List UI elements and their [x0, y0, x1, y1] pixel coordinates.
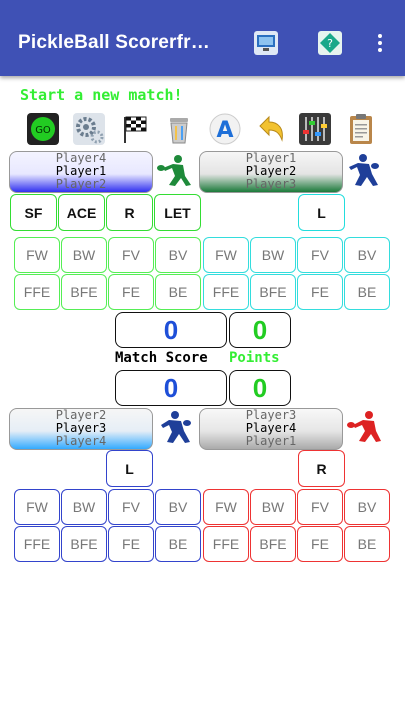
player-line: Player1	[55, 164, 107, 178]
go-button-icon[interactable]: GO	[26, 112, 60, 146]
bottom-l-button[interactable]: L	[106, 450, 153, 487]
bottom-left-team-picker[interactable]: Player2 Player3 Player4	[9, 408, 153, 450]
bottom-r-button[interactable]: R	[298, 450, 345, 487]
checkered-flag-icon[interactable]	[118, 112, 152, 146]
svg-text:?: ?	[327, 37, 333, 50]
match-score-label: Match Score	[115, 350, 208, 366]
shot-fv-button[interactable]: FV	[108, 489, 154, 525]
bottom-right-team-picker[interactable]: Player3 Player4 Player1	[199, 408, 343, 450]
player-line: Player4	[245, 421, 297, 435]
shot-be-button[interactable]: BE	[155, 274, 201, 310]
shot-fw-button[interactable]: FW	[203, 237, 249, 273]
shot-ffe-button[interactable]: FFE	[14, 274, 60, 310]
sf-button[interactable]: SF	[10, 194, 57, 231]
top-left-team-picker[interactable]: Player4 Player1 Player2	[9, 151, 153, 193]
shot-bfe-button[interactable]: BFE	[61, 526, 107, 562]
red-player-icon	[345, 409, 385, 447]
shot-be-button[interactable]: BE	[344, 526, 390, 562]
settings-gear-icon[interactable]	[72, 112, 106, 146]
ace-button[interactable]: ACE	[58, 194, 105, 231]
player-line: Player3	[55, 421, 107, 435]
clipboard-icon[interactable]	[344, 112, 378, 146]
points-label: Points	[229, 350, 280, 366]
shot-fe-button[interactable]: FE	[108, 274, 154, 310]
shot-fw-button[interactable]: FW	[14, 237, 60, 273]
match-score-top[interactable]: 0	[115, 312, 227, 348]
shot-bfe-button[interactable]: BFE	[61, 274, 107, 310]
let-button[interactable]: LET	[154, 194, 201, 231]
blue-player-icon	[155, 409, 195, 447]
player-line: Player2	[55, 408, 107, 422]
app-title: PickleBall Scorerfr…	[18, 32, 210, 53]
shot-bv-button[interactable]: BV	[344, 237, 390, 273]
shot-bw-button[interactable]: BW	[250, 489, 296, 525]
shot-be-button[interactable]: BE	[155, 526, 201, 562]
svg-text:A: A	[216, 118, 233, 143]
player-line: Player3	[245, 177, 297, 191]
r-button[interactable]: R	[106, 194, 153, 231]
player-line: Player2	[55, 177, 107, 191]
player-line: Player2	[245, 164, 297, 178]
overflow-menu-icon[interactable]	[372, 32, 388, 54]
shot-bv-button[interactable]: BV	[344, 489, 390, 525]
shot-fv-button[interactable]: FV	[297, 489, 343, 525]
shot-bw-button[interactable]: BW	[61, 489, 107, 525]
shot-ffe-button[interactable]: FFE	[14, 526, 60, 562]
mixer-sliders-icon[interactable]	[298, 112, 332, 146]
points-bottom[interactable]: 0	[229, 370, 291, 406]
shot-bw-button[interactable]: BW	[61, 237, 107, 273]
shot-fe-button[interactable]: FE	[108, 526, 154, 562]
shot-bfe-button[interactable]: BFE	[250, 526, 296, 562]
shot-bv-button[interactable]: BV	[155, 237, 201, 273]
player-line: Player1	[245, 151, 297, 165]
shot-fw-button[interactable]: FW	[14, 489, 60, 525]
help-icon[interactable]: ?	[317, 30, 343, 56]
player-line: Player4	[55, 434, 107, 448]
app-bar: PickleBall Scorerfr… ?	[0, 0, 405, 76]
shot-fe-button[interactable]: FE	[297, 274, 343, 310]
match-score-bottom[interactable]: 0	[115, 370, 227, 406]
undo-arrow-icon[interactable]	[254, 112, 288, 146]
trash-can-icon[interactable]	[162, 112, 196, 146]
font-a-icon[interactable]: A	[208, 112, 242, 146]
monitor-icon[interactable]	[253, 30, 279, 56]
shot-fw-button[interactable]: FW	[203, 489, 249, 525]
shot-fe-button[interactable]: FE	[297, 526, 343, 562]
player-line: Player4	[55, 151, 107, 165]
shot-bw-button[interactable]: BW	[250, 237, 296, 273]
green-player-icon	[155, 152, 195, 190]
player-line: Player3	[245, 408, 297, 422]
shot-fv-button[interactable]: FV	[297, 237, 343, 273]
top-right-team-picker[interactable]: Player1 Player2 Player3	[199, 151, 343, 193]
points-top[interactable]: 0	[229, 312, 291, 348]
shot-bv-button[interactable]: BV	[155, 489, 201, 525]
blue-player-icon	[345, 152, 385, 190]
go-label: GO	[35, 125, 51, 136]
shot-fv-button[interactable]: FV	[108, 237, 154, 273]
shot-ffe-button[interactable]: FFE	[203, 274, 249, 310]
shot-bfe-button[interactable]: BFE	[250, 274, 296, 310]
shot-ffe-button[interactable]: FFE	[203, 526, 249, 562]
top-l-button[interactable]: L	[298, 194, 345, 231]
player-line: Player1	[245, 434, 297, 448]
start-new-match-text[interactable]: Start a new match!	[20, 86, 183, 104]
shot-be-button[interactable]: BE	[344, 274, 390, 310]
